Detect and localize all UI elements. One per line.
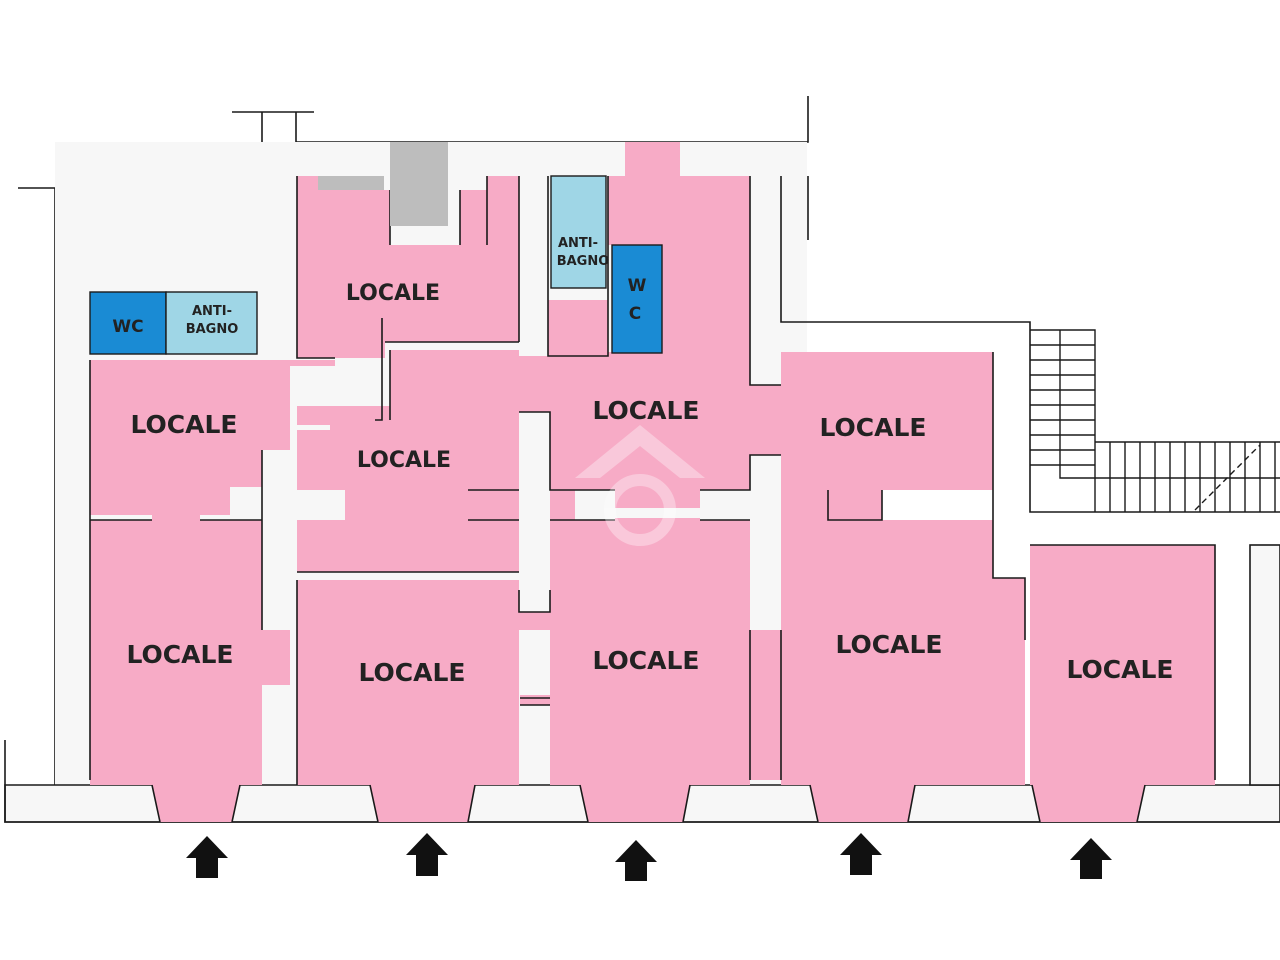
antibagno-center-fill bbox=[550, 175, 607, 289]
antibagno-center-label-2: BAGNO bbox=[557, 254, 610, 269]
room-fill-bottom-5 bbox=[1030, 545, 1215, 822]
room-fill-bottom-1 bbox=[90, 520, 290, 822]
room-fill-left-mid bbox=[90, 360, 335, 520]
room-fill-bottom-4 bbox=[781, 490, 1025, 822]
room-label-bottom-3: LOCALE bbox=[593, 646, 700, 675]
arrow-up-icon bbox=[406, 833, 448, 876]
wc-center-label-2: C bbox=[629, 304, 641, 324]
shaft-grey-top-strip bbox=[318, 176, 384, 190]
wc-center-label-1: W bbox=[628, 276, 647, 296]
antibagno-left-fill bbox=[165, 291, 258, 355]
wc-center-fill bbox=[611, 244, 663, 354]
room-label-top: LOCALE bbox=[346, 281, 440, 306]
room-label-center: LOCALE bbox=[593, 396, 700, 425]
wc-left-fill bbox=[89, 291, 167, 355]
room-labels: LOCALE LOCALE LOCALE LOCALE LOCALE LOCAL… bbox=[127, 281, 1174, 687]
entrance-arrows bbox=[186, 833, 1112, 881]
room-fill-bottom-2 bbox=[297, 580, 545, 822]
room-label-bottom-5: LOCALE bbox=[1067, 655, 1174, 684]
room-fill-right-mid bbox=[781, 352, 993, 520]
arrow-up-icon bbox=[186, 836, 228, 878]
room-label-bottom-4: LOCALE bbox=[836, 630, 943, 659]
room-label-center-left: LOCALE bbox=[357, 448, 451, 473]
room-label-bottom-2: LOCALE bbox=[359, 658, 466, 687]
rooms-fill bbox=[90, 142, 1215, 822]
arrow-up-icon bbox=[840, 833, 882, 875]
shaft-grey bbox=[390, 142, 448, 226]
room-fill-bottom-3 bbox=[520, 518, 781, 822]
antibagno-left-label-1: ANTI- bbox=[192, 304, 232, 319]
antibagno-left-label-2: BAGNO bbox=[186, 322, 239, 337]
room-fill-center-left bbox=[297, 300, 781, 572]
arrow-up-icon bbox=[1070, 838, 1112, 879]
inner-walls bbox=[89, 176, 1216, 823]
room-fill-top bbox=[297, 176, 519, 358]
room-fill-center-top bbox=[608, 142, 750, 385]
room-label-left-mid: LOCALE bbox=[131, 410, 238, 439]
room-label-bottom-1: LOCALE bbox=[127, 640, 234, 669]
watermark-logo bbox=[575, 425, 705, 546]
room-label-right-mid: LOCALE bbox=[820, 413, 927, 442]
antibagno-center-label-1: ANTI- bbox=[558, 236, 598, 251]
staircase bbox=[1030, 329, 1280, 512]
wc-left-label: WC bbox=[112, 317, 143, 337]
arrow-up-icon bbox=[615, 840, 657, 881]
